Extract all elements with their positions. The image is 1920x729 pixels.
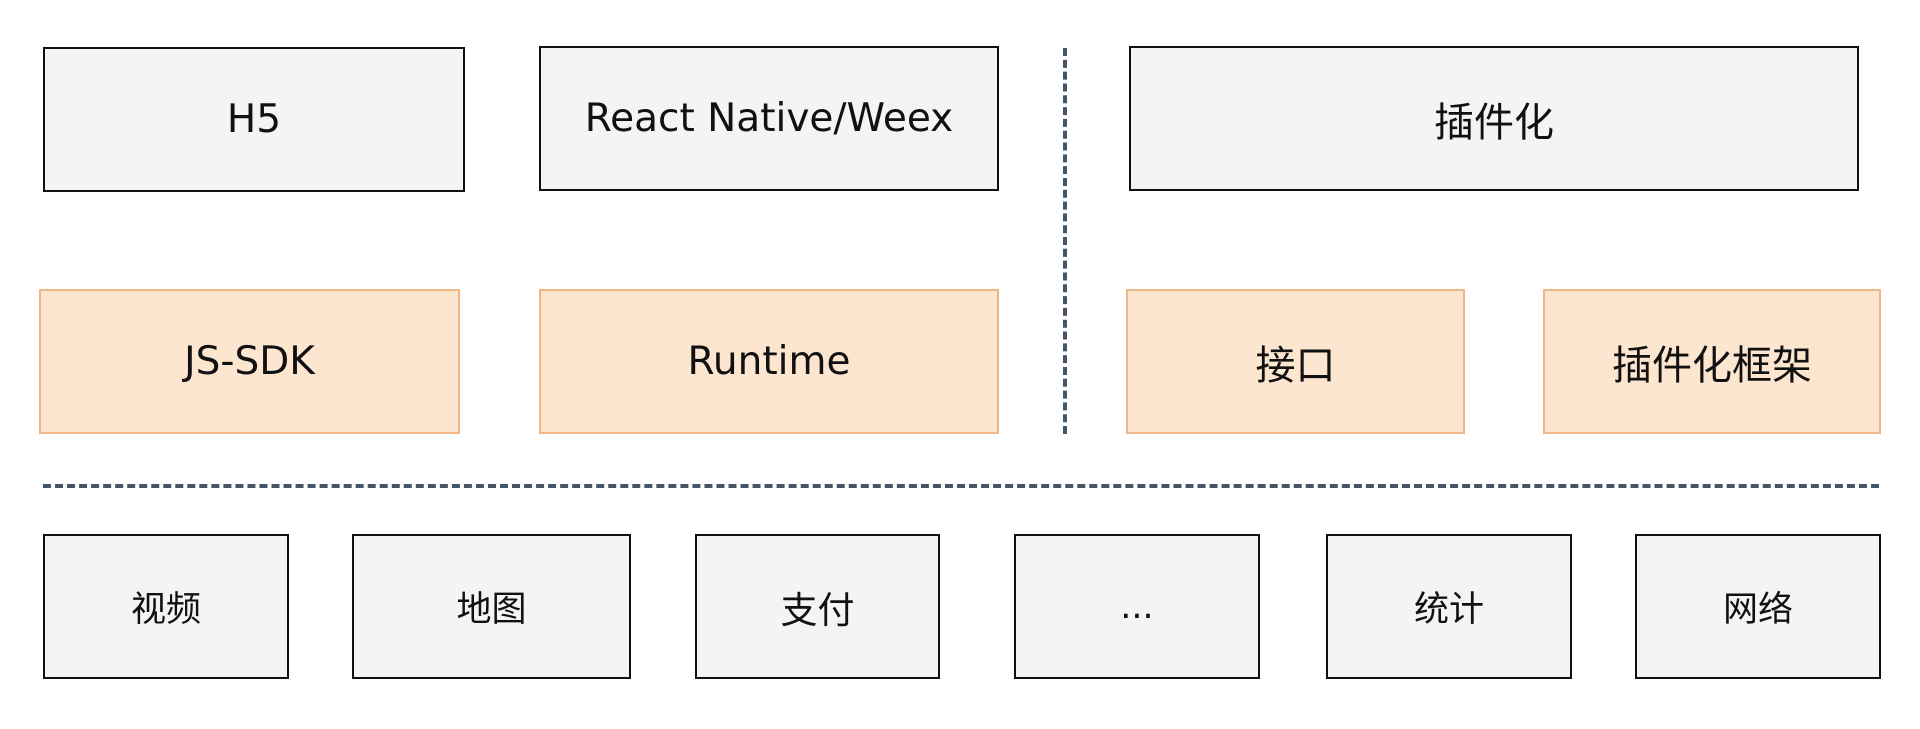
map-box: 地图 xyxy=(352,534,631,679)
video-label: 视频 xyxy=(130,590,201,630)
plugin-framework-label: 插件化框架 xyxy=(1612,342,1812,389)
plugin-framework-box: 插件化框架 xyxy=(1543,289,1881,434)
more-box: ... xyxy=(1014,534,1260,679)
network-label: 网络 xyxy=(1722,590,1793,630)
plugin-label: 插件化 xyxy=(1434,99,1554,146)
interface-box: 接口 xyxy=(1126,289,1465,434)
js-sdk-label: JS-SDK xyxy=(184,339,315,384)
payment-label: 支付 xyxy=(780,588,855,632)
react-native-weex-box: React Native/Weex xyxy=(539,46,999,191)
js-sdk-box: JS-SDK xyxy=(39,289,460,434)
runtime-label: Runtime xyxy=(687,339,851,384)
runtime-box: Runtime xyxy=(539,289,999,434)
payment-box: 支付 xyxy=(695,534,940,679)
interface-label: 接口 xyxy=(1255,342,1336,389)
plugin-box: 插件化 xyxy=(1129,46,1859,191)
statistics-label: 统计 xyxy=(1413,590,1484,630)
video-box: 视频 xyxy=(43,534,289,679)
map-label: 地图 xyxy=(456,590,527,630)
more-label: ... xyxy=(1120,586,1154,627)
statistics-box: 统计 xyxy=(1326,534,1572,679)
network-box: 网络 xyxy=(1635,534,1881,679)
vertical-dashed-divider xyxy=(1063,48,1067,434)
h5-box: H5 xyxy=(43,47,465,192)
h5-label: H5 xyxy=(226,97,282,142)
horizontal-dashed-divider xyxy=(43,484,1879,488)
react-native-weex-label: React Native/Weex xyxy=(584,96,954,141)
